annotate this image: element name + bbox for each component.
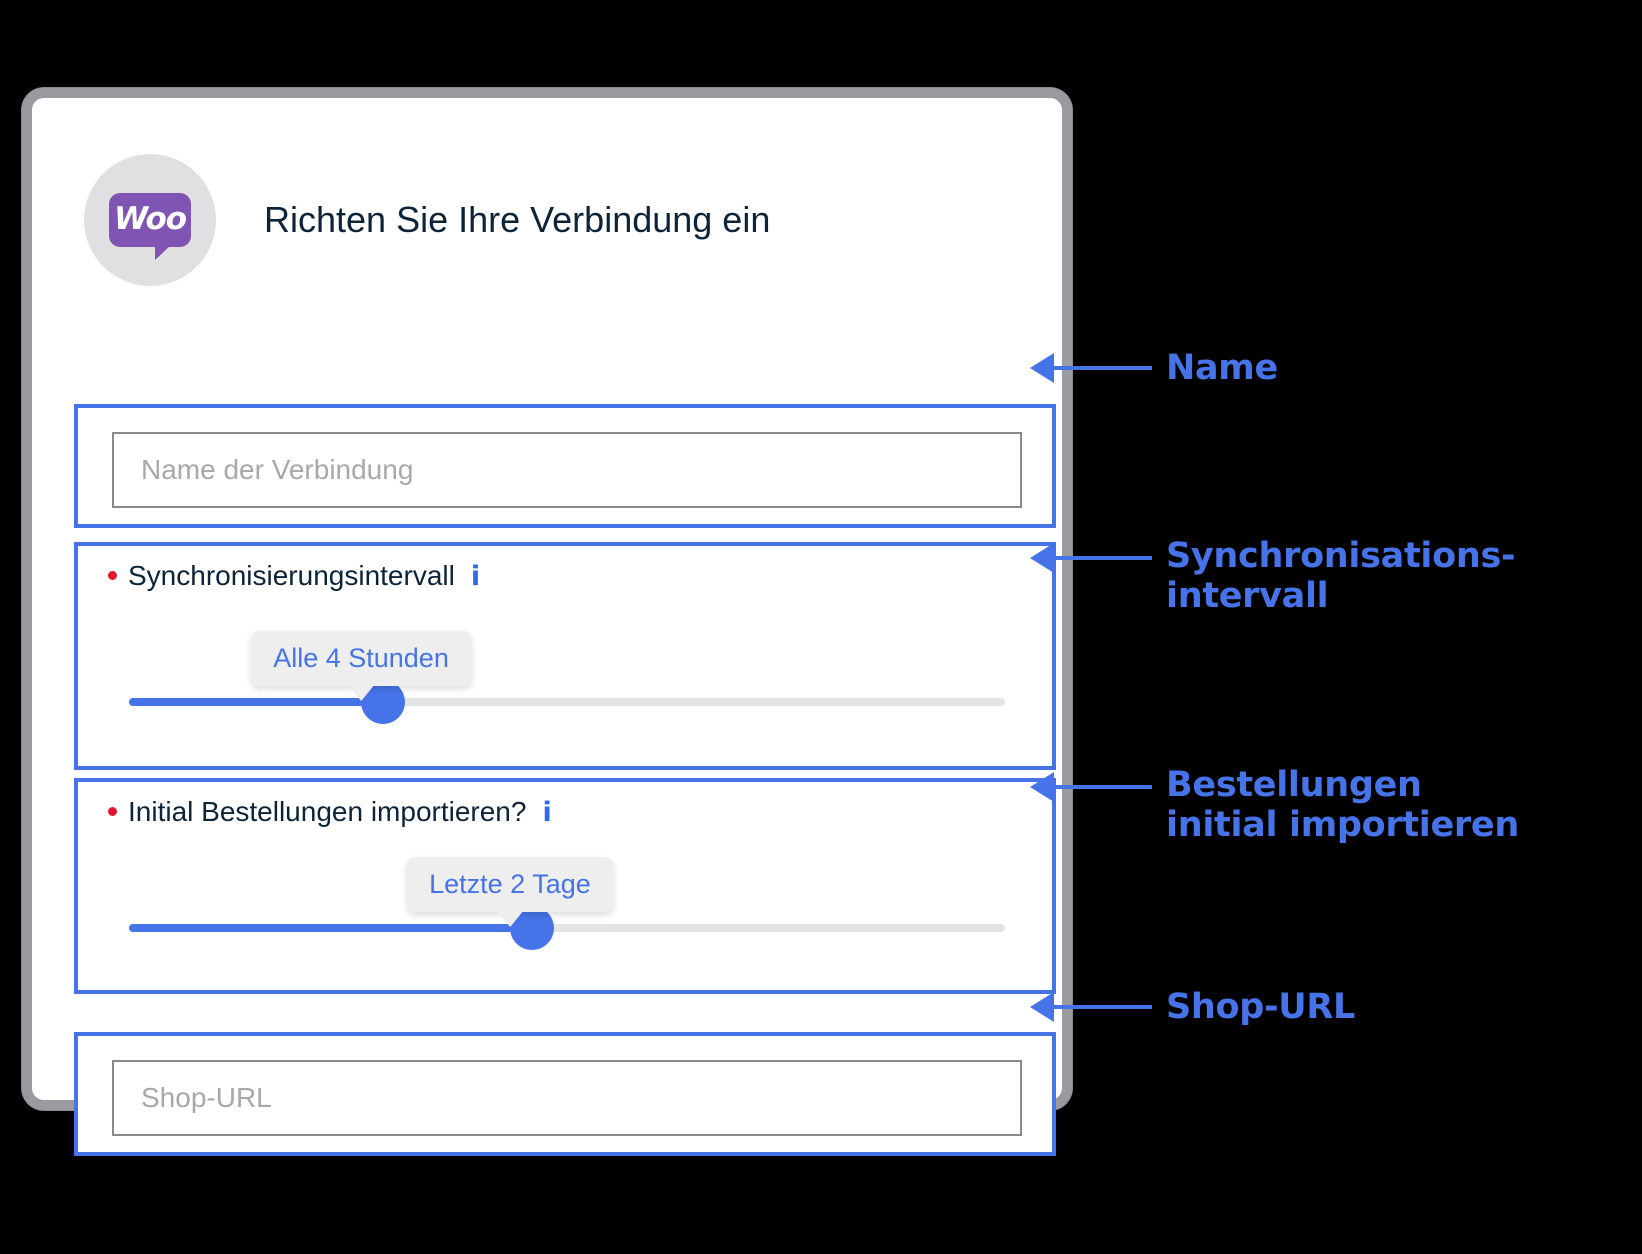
initial-import-label-row: Initial Bestellungen importieren? i <box>108 796 552 828</box>
connection-setup-card: Woo Richten Sie Ihre Verbindung ein Name… <box>22 88 1072 1156</box>
woo-logo-text: Woo <box>113 200 187 237</box>
annotation-label-sync-line1: Synchronisations- <box>1166 536 1516 576</box>
info-icon[interactable]: i <box>542 796 552 828</box>
annotation-arrow-name <box>1030 353 1054 383</box>
connection-name-placeholder: Name der Verbindung <box>141 454 414 485</box>
slider-track[interactable] <box>129 924 1005 932</box>
page-title: Richten Sie Ihre Verbindung ein <box>264 199 771 240</box>
woo-speech-bubble-icon: Woo <box>109 193 191 260</box>
sync-interval-label-row: Synchronisierungsintervall i <box>108 560 480 592</box>
slider-track[interactable] <box>129 698 1005 706</box>
annotation-arrow-sync <box>1030 543 1054 573</box>
annotation-label-url: Shop-URL <box>1166 987 1356 1027</box>
annotation-label-orders-line2: initial importieren <box>1166 805 1519 846</box>
annotation-line-url <box>1054 1005 1152 1009</box>
card-header: Woo Richten Sie Ihre Verbindung ein <box>84 154 770 286</box>
annotation-label-sync: Synchronisations- intervall <box>1166 536 1516 617</box>
shop-url-input[interactable]: Shop-URL <box>112 1060 1022 1136</box>
slider-thumb[interactable]: Letzte 2 Tage <box>407 857 613 950</box>
annotation-label-name: Name <box>1166 348 1278 388</box>
initial-import-tooltip: Letzte 2 Tage <box>407 857 613 912</box>
section-shop-url: Shop-URL <box>74 1032 1056 1156</box>
slider-thumb[interactable]: Alle 4 Stunden <box>251 631 471 724</box>
woocommerce-logo-icon: Woo <box>84 154 216 286</box>
slider-track-fill <box>129 924 532 932</box>
annotation-line-sync <box>1054 556 1152 560</box>
info-icon[interactable]: i <box>470 560 481 592</box>
connection-name-input[interactable]: Name der Verbindung <box>112 432 1022 508</box>
section-initial-import: Initial Bestellungen importieren? i Letz… <box>74 778 1056 994</box>
required-dot-icon <box>108 806 117 816</box>
shop-url-placeholder: Shop-URL <box>141 1082 272 1113</box>
sync-interval-label: Synchronisierungsintervall <box>128 560 455 591</box>
annotation-label-sync-line2: intervall <box>1166 576 1329 617</box>
annotation-arrow-url <box>1030 992 1054 1022</box>
required-dot-icon <box>108 570 117 580</box>
annotation-line-name <box>1054 366 1152 370</box>
annotation-arrow-orders <box>1030 772 1054 802</box>
sync-interval-tooltip: Alle 4 Stunden <box>251 631 471 686</box>
annotation-label-orders: Bestellungen initial importieren <box>1166 765 1519 846</box>
annotation-label-orders-line1: Bestellungen <box>1166 765 1422 805</box>
section-connection-name: Name der Verbindung <box>74 404 1056 528</box>
initial-import-label: Initial Bestellungen importieren? <box>128 796 527 827</box>
section-sync-interval: Synchronisierungsintervall i Alle 4 Stun… <box>74 542 1056 770</box>
annotation-line-orders <box>1054 785 1152 789</box>
slider-track-fill <box>129 698 384 706</box>
